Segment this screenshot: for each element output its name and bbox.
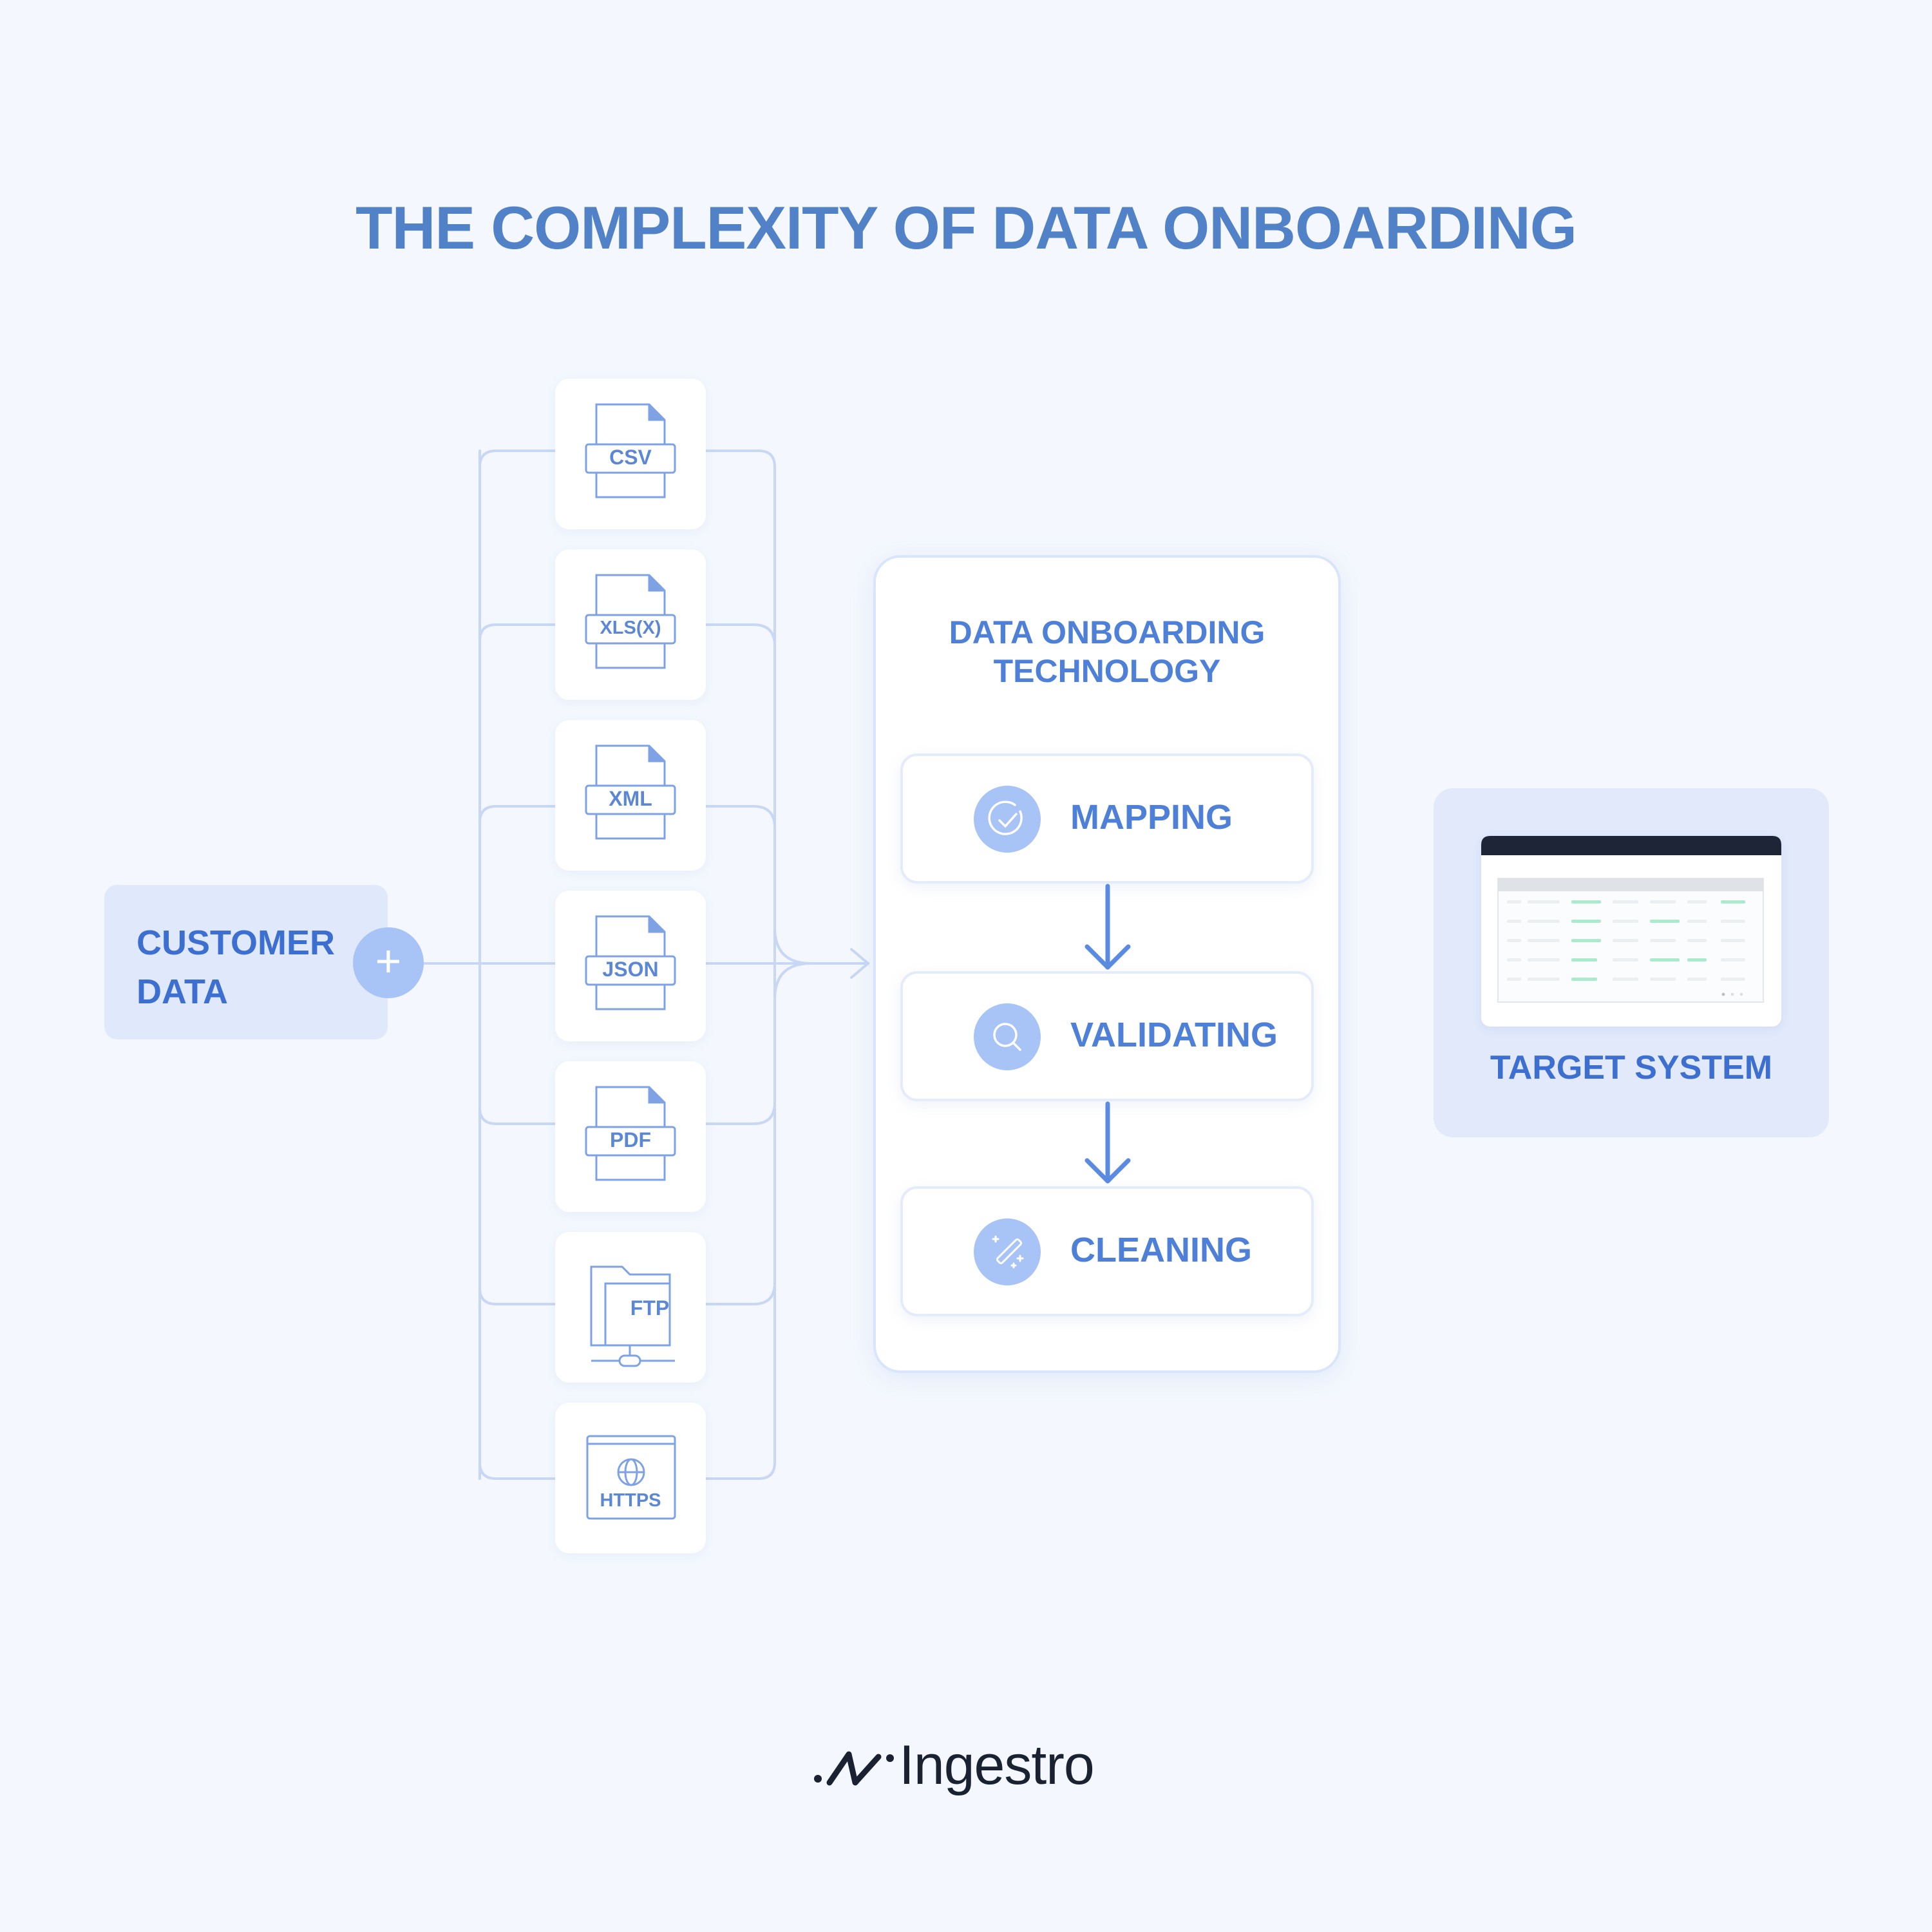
magic-wand-icon <box>974 1218 1041 1285</box>
step-label: MAPPING <box>1070 798 1233 837</box>
step-cleaning: CLEANING <box>900 1186 1314 1316</box>
format-label: HTTPS <box>600 1490 661 1511</box>
ingestro-logo-icon <box>814 1751 894 1786</box>
plus-icon[interactable]: + <box>353 927 424 998</box>
format-label: JSON <box>602 958 659 981</box>
file-icon <box>585 574 676 669</box>
step-label: CLEANING <box>1070 1231 1252 1269</box>
format-card-pdf: PDF <box>555 1061 706 1212</box>
step-label: VALIDATING <box>1070 1016 1278 1054</box>
folder-server-icon <box>590 1265 675 1367</box>
customer-data-label-line2: DATA <box>137 972 228 1011</box>
format-card-csv: CSV <box>555 379 706 529</box>
format-label: XML <box>609 787 652 810</box>
technology-title-line1: DATA ONBOARDING <box>949 614 1265 650</box>
search-icon <box>974 1003 1041 1070</box>
browser-globe-icon <box>586 1435 676 1520</box>
format-card-https: HTTPS <box>555 1403 706 1553</box>
format-card-ftp: FTP <box>555 1232 706 1383</box>
format-card-xlsx: XLS(X) <box>555 549 706 700</box>
file-icon <box>585 744 676 840</box>
customer-data-label-line1: CUSTOMER <box>137 923 336 962</box>
arrow-down-icon <box>1084 1101 1131 1184</box>
technology-title-line2: TECHNOLOGY <box>993 653 1221 689</box>
customer-data-box: CUSTOMER DATA <box>104 885 388 1039</box>
arrow-down-icon <box>1084 884 1131 970</box>
format-card-json: JSON <box>555 891 706 1041</box>
format-label: FTP <box>630 1296 670 1320</box>
file-icon <box>585 1086 676 1181</box>
target-system-label: TARGET SYSTEM <box>1490 1049 1773 1086</box>
brand-name: Ingestro <box>899 1734 1095 1796</box>
format-label: XLS(X) <box>600 618 661 638</box>
step-mapping: MAPPING <box>900 753 1314 884</box>
file-icon <box>585 915 676 1010</box>
onboarding-technology-title: DATA ONBOARDING TECHNOLOGY <box>873 613 1341 690</box>
check-circle-icon <box>974 786 1041 853</box>
page-title: THE COMPLEXITY OF DATA ONBOARDING <box>355 194 1577 261</box>
format-card-xml: XML <box>555 720 706 871</box>
format-label: PDF <box>610 1128 651 1151</box>
step-validating: VALIDATING <box>900 971 1314 1101</box>
format-label: CSV <box>609 446 652 469</box>
table-preview <box>1481 836 1781 1027</box>
file-icon <box>585 403 676 498</box>
spreadsheet-icon <box>1481 836 1781 1003</box>
